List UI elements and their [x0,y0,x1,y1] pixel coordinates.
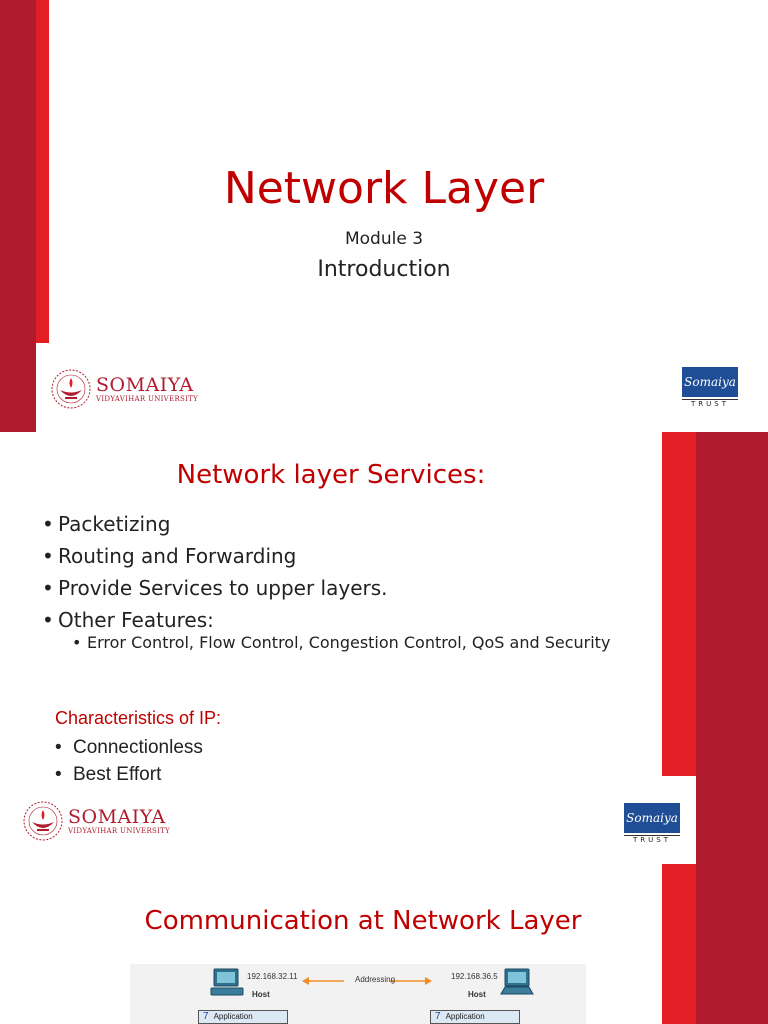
addressing-label: Addressing [355,975,396,984]
slide-subtitle: Introduction [317,257,451,282]
diya-emblem-icon [51,369,91,409]
ip-address-label: 192.168.36.5 [451,972,498,981]
slide-services: Network layer Services: •Packetizing •Ro… [0,432,768,864]
logo-name: SOMAIYA [96,373,194,396]
logo-name: SOMAIYA [68,805,166,828]
slide-title-text: Network layer Services: [176,460,486,490]
list-item: •Other Features: [42,608,214,632]
diya-emblem-icon [23,801,63,841]
slide-communication: Communication at Network Layer 192.168.3… [0,864,768,1024]
slide-title-text: Communication at Network Layer [144,906,582,936]
ip-characteristics-list: •Connectionless •Best Effort [55,734,203,788]
host-label: Host [468,990,486,999]
list-item: •Connectionless [55,737,203,758]
list-item: •Packetizing [42,512,171,536]
side-bar-red [36,0,49,343]
module-label: Module 3 [344,229,424,249]
somaiya-university-logo: SOMAIYA VIDYAVIHAR UNIVERSITY [22,800,170,842]
logo-subtitle: VIDYAVIHAR UNIVERSITY [68,826,171,835]
somaiya-trust-logo: Somaiya TRUST [682,367,738,409]
logo-subtitle: VIDYAVIHAR UNIVERSITY [96,394,199,403]
sub-list-item: • Error Control, Flow Control, Congestio… [72,633,611,652]
ip-characteristics-heading: Characteristics of IP: [55,708,222,728]
laptop-icon [500,968,534,995]
side-bar-dark [696,432,768,864]
side-bar-red [662,864,696,1024]
trust-logo-word: TRUST [624,835,680,844]
slide-title: Network Layer Module 3 Introduction SOMA… [0,0,768,432]
list-item: •Provide Services to upper layers. [42,576,388,600]
trust-logo-name: Somaiya [682,367,738,397]
bidirectional-arrow-icon [302,977,432,985]
services-list: •Packetizing •Routing and Forwarding •Pr… [42,508,652,636]
somaiya-university-logo: SOMAIYA VIDYAVIHAR UNIVERSITY [50,368,198,410]
host-label: Host [252,990,270,999]
side-bar-dark [0,0,36,432]
trust-logo-name: Somaiya [624,803,680,833]
list-item: •Best Effort [55,764,162,785]
ip-address-label: 192.168.32.11 [247,972,298,981]
somaiya-trust-logo: Somaiya TRUST [624,803,680,845]
trust-logo-word: TRUST [682,399,738,408]
side-bar-dark [696,864,768,1024]
computer-icon [210,968,244,996]
list-item: •Routing and Forwarding [42,544,297,568]
slide-title-text: Network Layer [223,163,545,214]
side-bar-red [662,432,696,776]
